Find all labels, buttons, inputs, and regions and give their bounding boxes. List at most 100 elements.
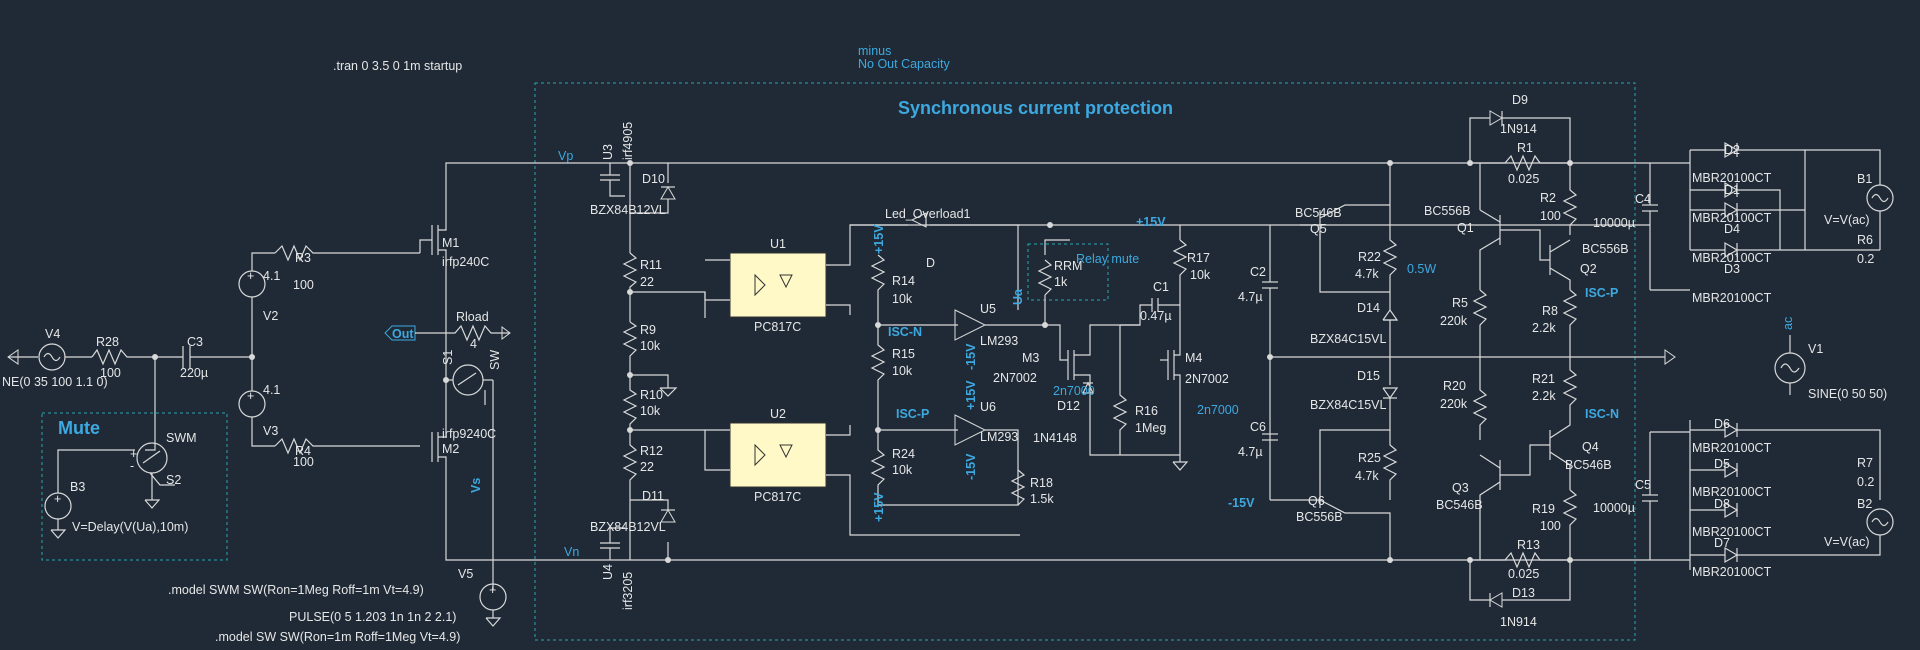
component-label: D15 xyxy=(1357,369,1380,383)
component-label: BC556B xyxy=(1296,510,1343,524)
svg-text:-: - xyxy=(130,459,134,473)
component-label: R25 xyxy=(1358,451,1381,465)
component-label: 2N7002 xyxy=(1185,372,1229,386)
component-label: Q4 xyxy=(1582,440,1599,454)
component-label: 1Meg xyxy=(1135,421,1166,435)
component-label: Q5 xyxy=(1310,222,1327,236)
model-sw-directive[interactable]: .model SW SW(Ron=1m Roff=1Meg Vt=4.9) xyxy=(215,630,460,644)
optocoupler-u2 xyxy=(704,422,1020,536)
component-label: Out xyxy=(392,327,414,341)
component-label: 100 xyxy=(1540,209,1561,223)
component-label: -15V xyxy=(1228,496,1255,510)
component-label: BZX84B12VL xyxy=(590,203,666,217)
component-label: irf4905 xyxy=(621,122,635,160)
component-label: 10k xyxy=(640,404,661,418)
component-label: R14 xyxy=(892,274,915,288)
optocoupler-u1 xyxy=(704,224,1020,318)
component-label: 22 xyxy=(640,460,654,474)
component-label: 0.2 xyxy=(1857,475,1874,489)
component-label: 4.7µ xyxy=(1238,445,1263,459)
component-label: D4 xyxy=(1724,222,1740,236)
component-label: BZX84C15VL xyxy=(1310,398,1386,412)
power-supply xyxy=(1642,141,1894,570)
component-label: BC546B xyxy=(1295,206,1342,220)
note-minus: minus xyxy=(858,44,891,58)
component-label: D11 xyxy=(642,489,664,503)
component-label: Q1 xyxy=(1457,221,1474,235)
component-label: 1k xyxy=(1054,275,1068,289)
input-section: + + + xyxy=(7,162,535,627)
component-label: 4.7k xyxy=(1355,267,1379,281)
component-label: R7 xyxy=(1857,456,1873,470)
component-label: Relay mute xyxy=(1076,252,1139,266)
svg-text:+: + xyxy=(247,269,254,283)
component-label: V=V(ac) xyxy=(1824,535,1870,549)
component-label: R12 xyxy=(640,444,663,458)
u3-u4-mosfets xyxy=(600,163,625,560)
current-sense-block xyxy=(1467,110,1578,608)
component-label: R22 xyxy=(1358,250,1381,264)
component-label: V3 xyxy=(263,424,278,438)
component-label: D9 xyxy=(1512,93,1528,107)
component-label: R4 xyxy=(295,444,311,458)
component-label: D10 xyxy=(642,172,665,186)
model-swm-directive[interactable]: .model SWM SW(Ron=1Meg Roff=1m Vt=4.9) xyxy=(168,583,424,597)
component-label: Ua xyxy=(1011,288,1025,305)
component-label: MBR20100CT xyxy=(1692,525,1772,539)
component-label: M1 xyxy=(442,236,459,250)
svg-text:+: + xyxy=(489,583,496,597)
tran-directive[interactable]: .tran 0 3.5 0 1m startup xyxy=(333,59,462,73)
component-label: +15V xyxy=(1136,215,1166,229)
component-label: MBR20100CT xyxy=(1692,565,1772,579)
component-label: BC546B xyxy=(1565,458,1612,472)
component-label: R9 xyxy=(640,323,656,337)
component-label: V4 xyxy=(45,327,60,341)
component-label: B1 xyxy=(1857,172,1872,186)
component-label: R6 xyxy=(1857,233,1873,247)
component-label: +15V xyxy=(872,492,886,522)
component-label: MBR20100CT xyxy=(1692,211,1772,225)
component-label: S2 xyxy=(166,473,181,487)
component-label: 4.1 xyxy=(263,383,280,397)
component-label: D6 xyxy=(1714,417,1730,431)
component-label: S1 xyxy=(441,350,455,365)
component-label: SW xyxy=(488,350,502,370)
component-label: 2n7000 xyxy=(1197,403,1239,417)
component-label: +15V xyxy=(964,380,978,410)
component-label: ISC-P xyxy=(896,407,929,421)
component-label: 100 xyxy=(1540,519,1561,533)
component-label: D12 xyxy=(1057,399,1080,413)
component-label: C3 xyxy=(187,335,203,349)
bias-string xyxy=(622,160,706,563)
component-label: Q3 xyxy=(1452,481,1469,495)
component-label: B2 xyxy=(1857,497,1872,511)
note-no-out-cap: No Out Capacity xyxy=(858,57,950,71)
component-label: M2 xyxy=(442,442,459,456)
component-label: M4 xyxy=(1185,351,1202,365)
component-label: Vn xyxy=(564,545,579,559)
component-label: +15V xyxy=(872,224,886,254)
component-label: MBR20100CT xyxy=(1692,441,1772,455)
component-label: BC556B xyxy=(1582,242,1629,256)
component-label: R28 xyxy=(96,335,119,349)
sync-protection-frame xyxy=(534,82,1636,641)
component-label: ISC-N xyxy=(1585,407,1619,421)
component-label: -15V xyxy=(964,343,978,370)
component-label: 1N914 xyxy=(1500,122,1537,136)
component-label: BZX84C15VL xyxy=(1310,332,1386,346)
component-label: R5 xyxy=(1452,296,1468,310)
component-label: D7 xyxy=(1714,536,1730,550)
v5-pulse-value: PULSE(0 5 1.203 1n 1n 2 2.1) xyxy=(289,610,456,624)
component-label: R13 xyxy=(1517,538,1540,552)
component-label: 0.025 xyxy=(1508,172,1539,186)
component-label: RRM xyxy=(1054,259,1082,273)
component-label: R3 xyxy=(295,251,311,265)
component-label: R8 xyxy=(1542,304,1558,318)
component-label: 2.2k xyxy=(1532,321,1556,335)
component-label: D1 xyxy=(1724,183,1740,197)
component-label: D13 xyxy=(1512,586,1535,600)
component-label: V=V(ac) xyxy=(1824,213,1870,227)
component-label: 22 xyxy=(640,275,654,289)
component-label: V5 xyxy=(458,567,473,581)
